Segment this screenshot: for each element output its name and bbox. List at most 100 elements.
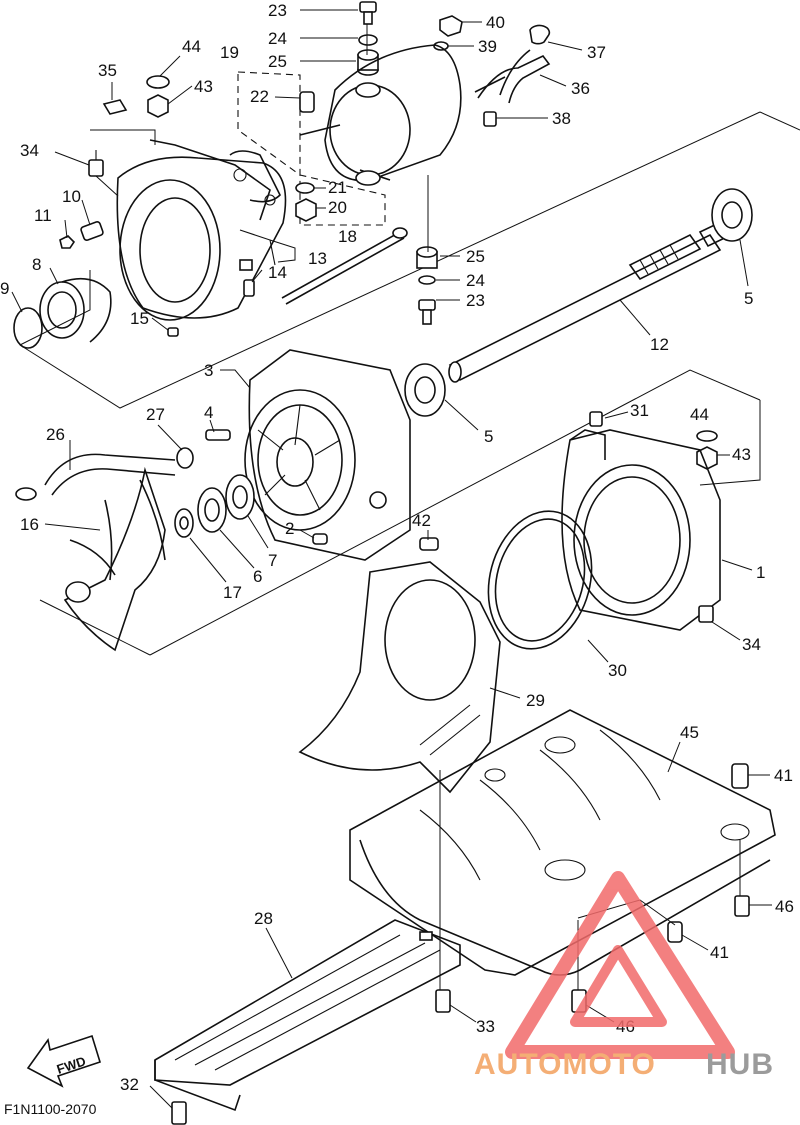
- part-hose-26: [15, 453, 176, 501]
- part-oring-44-mid: [696, 430, 718, 442]
- part-jet-housing: [116, 139, 287, 321]
- callout-5-top: 5: [744, 289, 753, 308]
- part-plate-29: [298, 561, 501, 794]
- callout-24-mid: 24: [466, 271, 485, 290]
- watermark-text-1: AUTOMOTO: [474, 1048, 656, 1081]
- callout-43-top: 43: [194, 77, 213, 96]
- watermark: AUTOMOTO HUB: [474, 871, 773, 1081]
- callout-44-top: 44: [182, 37, 201, 56]
- callout-38: 38: [552, 109, 571, 128]
- callout-18: 18: [338, 227, 357, 246]
- callout-29: 29: [526, 691, 545, 710]
- part-impeller-housing: [244, 349, 411, 561]
- part-bolt-31: [589, 411, 603, 427]
- callout-25-top: 25: [268, 52, 287, 71]
- callout-14: 14: [268, 263, 287, 282]
- part-bolt-10: [80, 221, 104, 241]
- part-bolt-23-mid: [418, 299, 436, 325]
- part-bolt-22: [299, 91, 315, 113]
- part-washer-24-mid: [418, 275, 436, 285]
- callout-37: 37: [587, 43, 606, 62]
- callout-16: 16: [20, 515, 39, 534]
- callout-34-top: 34: [20, 141, 39, 160]
- callout-22: 22: [250, 87, 269, 106]
- callout-3: 3: [204, 361, 213, 380]
- part-clamp-27: [176, 447, 194, 469]
- callout-11: 11: [34, 206, 52, 225]
- part-tube-36: [474, 49, 551, 104]
- part-spacer-25-top: [357, 49, 379, 76]
- part-washer-17: [174, 508, 194, 538]
- part-bolt-42: [419, 537, 439, 551]
- part-nut-43-mid: [696, 446, 718, 470]
- callout-34-mid: 34: [742, 635, 761, 654]
- callout-23-top: 23: [268, 1, 287, 20]
- part-nut-20: [295, 198, 317, 222]
- part-nut-40: [439, 15, 463, 37]
- callout-32: 32: [120, 1075, 139, 1094]
- part-bearing-5-top: [711, 188, 753, 242]
- callout-8: 8: [32, 255, 41, 274]
- callout-13: 13: [308, 249, 327, 268]
- part-bearing-5-mid: [404, 363, 446, 417]
- watermark-triangle-icon: [505, 871, 735, 1059]
- part-impeller-16: [63, 466, 166, 652]
- callout-1: 1: [756, 563, 765, 582]
- callout-4: 4: [204, 403, 213, 422]
- part-ride-plate-45: [349, 709, 776, 976]
- part-cap-44-top: [146, 75, 170, 89]
- part-hose-fitting-37: [529, 24, 551, 45]
- part-pin-2: [312, 533, 328, 545]
- part-bolt-34-top: [88, 150, 104, 177]
- leader-lines: [11, 9, 772, 1109]
- callout-17: 17: [223, 583, 242, 602]
- part-drive-shaft: [448, 218, 735, 383]
- callout-20: 20: [328, 198, 347, 217]
- part-pin-15: [167, 327, 179, 337]
- callout-19: 19: [220, 43, 239, 62]
- part-bolt-41-right: [731, 763, 749, 789]
- part-oring-9: [13, 307, 43, 349]
- callout-41-right: 41: [774, 766, 793, 785]
- part-cover-8: [39, 277, 112, 343]
- callout-7: 7: [268, 551, 277, 570]
- callout-46-right: 46: [775, 897, 794, 916]
- part-nut-43-top: [147, 94, 169, 118]
- callout-41-center: 41: [710, 943, 729, 962]
- part-bolt-34-mid: [698, 605, 714, 623]
- part-bolt-38: [483, 111, 497, 127]
- callout-26: 26: [46, 425, 65, 444]
- callout-31: 31: [630, 401, 649, 420]
- group-outlines: [19, 71, 800, 656]
- part-bolt-32: [171, 1101, 187, 1125]
- callout-9: 9: [0, 279, 9, 298]
- part-intake-grate-28: [154, 919, 461, 1112]
- part-ring-30: [487, 510, 593, 650]
- part-seal-7: [225, 474, 255, 520]
- callout-42: 42: [412, 511, 431, 530]
- callout-2: 2: [285, 519, 294, 538]
- callout-25-mid: 25: [466, 247, 485, 266]
- callout-23-mid: 23: [466, 291, 485, 310]
- part-nozzle-ring: [299, 44, 462, 186]
- callout-15: 15: [130, 309, 149, 328]
- callout-6: 6: [253, 567, 262, 586]
- part-spacer-25-mid: [416, 246, 438, 269]
- callout-39: 39: [478, 37, 497, 56]
- fwd-arrow-icon: FWD: [26, 1034, 101, 1088]
- part-stud-18: [281, 227, 408, 305]
- callout-45: 45: [680, 723, 699, 742]
- part-washer-21: [295, 182, 315, 194]
- callout-27: 27: [146, 405, 165, 424]
- callout-12: 12: [650, 335, 669, 354]
- callout-30: 30: [608, 661, 627, 680]
- callout-36: 36: [571, 79, 590, 98]
- part-bolt-41-center: [667, 921, 683, 943]
- callout-35: 35: [98, 61, 117, 80]
- part-bolt-4: [205, 429, 231, 441]
- callout-21: 21: [328, 178, 347, 197]
- part-bolt-46-right: [734, 895, 750, 917]
- part-pin-14: [243, 279, 255, 297]
- part-bolt-23-top: [359, 1, 377, 25]
